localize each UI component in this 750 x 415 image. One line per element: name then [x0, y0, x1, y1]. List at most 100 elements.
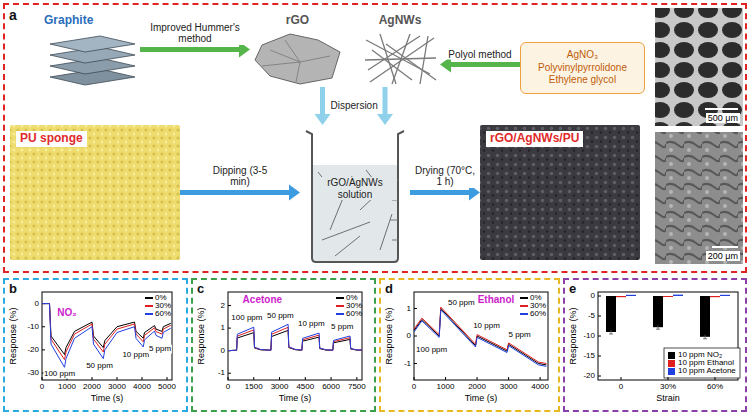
- error-bar: [703, 338, 707, 339]
- axis-tick: [598, 376, 601, 377]
- sem-image-bottom: [655, 132, 743, 264]
- node-text: Polyvinylpyrrolidone: [538, 62, 627, 75]
- legend-row: 30%: [145, 302, 171, 310]
- axis-title: Response (%): [197, 307, 207, 364]
- legend-row: 60%: [145, 310, 171, 318]
- legend-swatch: [145, 305, 153, 307]
- annotation: 10 ppm: [472, 322, 501, 331]
- node-text: PU sponge: [16, 131, 87, 147]
- arrow-shaft: [140, 47, 239, 52]
- pu-sponge-photo: [10, 125, 180, 260]
- illustration-shape: [705, 108, 738, 110]
- node-text: Graphite: [44, 14, 93, 28]
- legend-swatch: [668, 352, 675, 359]
- node-text: 500 μm: [706, 113, 740, 123]
- axis-title: Response (%): [569, 307, 579, 364]
- tick-label: -20: [583, 372, 595, 381]
- edge-label: Dipping (3-5 min): [203, 165, 277, 188]
- legend-swatch: [520, 313, 528, 315]
- chart-title: NO₂: [56, 306, 77, 317]
- axis-tick: [228, 377, 229, 380]
- data-curve: [42, 304, 171, 368]
- tick-label: 2000: [468, 383, 486, 392]
- arrow-shaft: [180, 190, 289, 195]
- beaker-drawing: [306, 131, 404, 262]
- annotation: 10 ppm: [297, 319, 326, 328]
- error-bar: [611, 330, 612, 334]
- legend-text: 60%: [155, 310, 171, 318]
- axis-tick: [414, 363, 417, 364]
- axis-tick: [414, 377, 415, 380]
- axis-tick: [279, 377, 280, 380]
- tick-label: -10: [583, 332, 595, 341]
- reagent-box: AgNO₃PolyvinylpyrrolidoneEthylene glycol: [520, 42, 645, 94]
- photo-box: rGO/AgNWs/PU: [480, 125, 640, 260]
- node-text: c: [197, 282, 204, 297]
- data-curve: [414, 307, 546, 363]
- axis-tick: [598, 356, 601, 357]
- data-bar: [710, 296, 720, 297]
- tick-label: 2000: [83, 383, 101, 392]
- axis-tick: [92, 377, 93, 380]
- illustration-shape: [262, 40, 330, 82]
- tick-label: -5: [588, 312, 595, 321]
- legend-text: 10 ppm NO₂: [678, 351, 722, 359]
- node-text: d: [385, 282, 393, 297]
- node-text: e: [569, 282, 576, 297]
- legend-swatch: [668, 368, 675, 375]
- chart-title: Acetone: [242, 293, 283, 304]
- material-figure: AgNWs: [360, 12, 440, 87]
- tick-label: -1: [404, 359, 411, 368]
- tick-label: 30%: [660, 383, 676, 392]
- annotation: 5 ppm: [148, 344, 172, 353]
- arrow-shaft: [383, 87, 388, 114]
- axis-tick: [598, 316, 601, 317]
- arrow-head: [377, 114, 393, 125]
- chart-frames: [42, 292, 740, 380]
- tick-label: 3000: [108, 383, 126, 392]
- error-bar: [656, 329, 660, 330]
- sem-image-top: [655, 8, 743, 126]
- legend-text: 30%: [155, 302, 171, 310]
- illustration-shape: [420, 36, 428, 84]
- legend-row: 0%: [520, 294, 542, 302]
- data-bar: [720, 295, 730, 296]
- legend-swatch: [336, 313, 344, 315]
- axis-tick: [668, 377, 669, 380]
- node-text: rGO: [286, 14, 309, 28]
- axis-tick: [142, 377, 143, 380]
- illustration-shape: [655, 8, 743, 126]
- illustration-shape: [306, 131, 404, 262]
- arrow-shaft: [451, 62, 520, 67]
- illustration-shape: [664, 348, 740, 378]
- axis-tick: [508, 377, 509, 380]
- tick-label: -30: [27, 369, 39, 378]
- legend-row: 60%: [520, 310, 546, 318]
- silver-nanowire-drawing: [365, 34, 436, 84]
- legend-swatch: [336, 305, 344, 307]
- edge-label: Dispersion: [329, 100, 380, 112]
- legend-text: 60%: [346, 310, 362, 318]
- chart-curves: [42, 295, 730, 380]
- arrow-head: [315, 114, 331, 125]
- beaker-box: rGO/AgNWs solution: [300, 125, 410, 265]
- axis-tick: [477, 377, 478, 380]
- illustration-shape: [10, 125, 180, 260]
- axis-tick: [540, 377, 541, 380]
- legend-text: 0%: [346, 294, 358, 302]
- legend-text: 10 ppm Ethanol: [678, 359, 734, 367]
- tick-label: -20: [27, 345, 39, 354]
- tick-label: 3000: [500, 383, 518, 392]
- illustration-shape: [255, 34, 340, 84]
- tick-label: 60%: [707, 383, 723, 392]
- edge-label: Polyol method: [446, 48, 513, 60]
- coated-sponge-photo: [480, 125, 640, 260]
- data-bar: [606, 296, 616, 332]
- annotation: 50 ppm: [447, 299, 476, 308]
- legend-row: 10 ppm NO₂: [668, 351, 722, 359]
- illustration-shape: [42, 292, 172, 380]
- tick-label: -1: [218, 369, 225, 378]
- node-text: AgNO₃: [567, 49, 598, 62]
- data-bar: [616, 296, 626, 297]
